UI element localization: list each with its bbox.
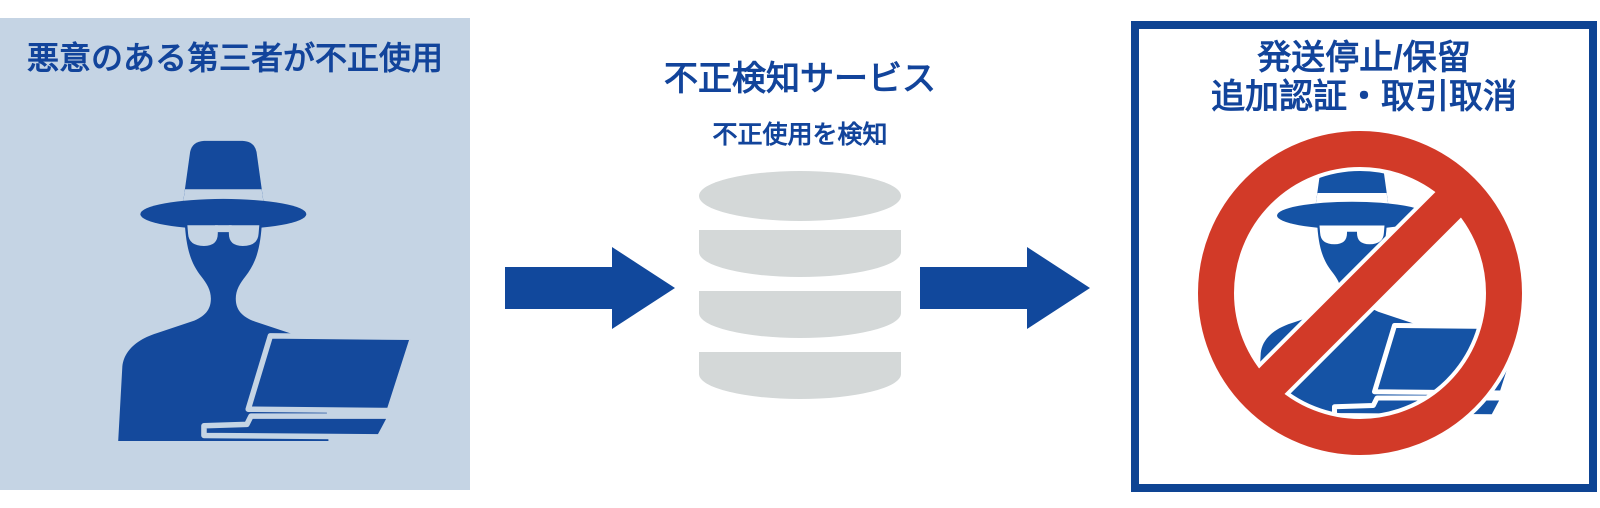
database-icon	[699, 171, 901, 399]
result-title-line1: 発送停止/保留	[1257, 39, 1471, 77]
result-panel: 発送停止/保留 追加認証・取引取消	[1131, 21, 1597, 492]
detection-service-title: 不正検知サービス	[664, 60, 936, 98]
arrow-right-icon	[505, 247, 675, 329]
malicious-use-title: 悪意のある第三者が不正使用	[26, 40, 443, 76]
hacker-icon	[118, 140, 416, 441]
arrow-right-icon	[920, 247, 1090, 329]
detection-service-caption: 不正使用を検知	[712, 121, 888, 149]
malicious-use-panel: 悪意のある第三者が不正使用	[0, 18, 470, 490]
no-entry-icon	[1194, 127, 1526, 459]
result-title-line2: 追加認証・取引取消	[1211, 78, 1517, 116]
result-title: 発送停止/保留 追加認証・取引取消	[1139, 39, 1589, 117]
